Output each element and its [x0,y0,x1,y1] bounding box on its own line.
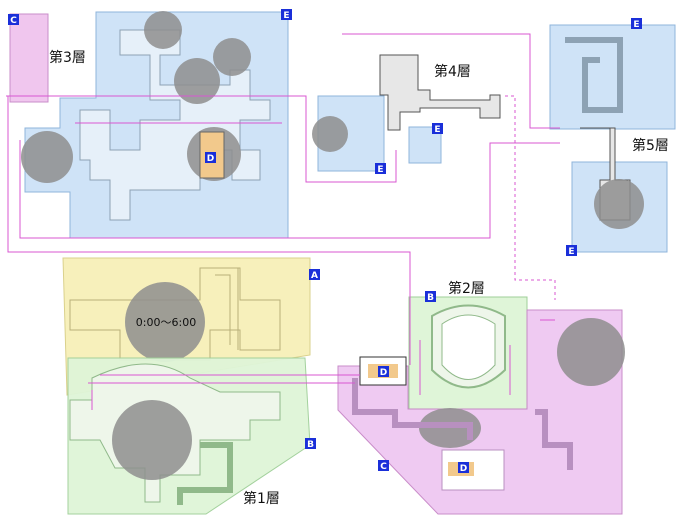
badge-d-3f: D [205,152,216,164]
badge-c-2f: C [378,460,389,472]
floor-label-1: 第1層 [243,490,280,507]
badge-e-5f-a-text: E [633,20,639,30]
route-lines [6,33,560,410]
time-window-label: 0:00～6:00 [136,316,196,329]
floor-5-zone [549,24,676,253]
badge-e-5f-b: E [566,245,577,257]
floor-label-2: 第2層 [448,280,485,297]
floor-2-green-zone [408,296,528,410]
badge-e-4f-b: E [375,163,386,175]
badge-b-1f: B [305,438,316,450]
badge-c-3f-text: C [10,16,17,26]
badge-b-2f: B [425,291,436,303]
badge-d-2f-left-text: D [380,368,387,378]
floor-label-4: 第4層 [434,63,471,80]
floor-4-zone [312,54,501,172]
badge-e-4f-a-text: E [434,125,440,135]
badge-d-3f-text: D [207,154,214,164]
badge-e-3f-text: E [283,11,289,21]
badge-e-4f-b-text: E [377,165,383,175]
badge-b-2f-text: B [427,293,434,303]
floor-3-blue-zone [9,11,289,239]
badge-a-1f-text: A [311,271,318,281]
floor-label-5: 第5層 [632,137,669,154]
badge-c-3f: C [8,14,19,26]
badge-d-2f-right-text: D [460,464,467,474]
badge-e-5f-a: E [631,18,642,30]
badge-e-4f-a: E [432,123,443,135]
badge-e-3f: E [281,9,292,21]
badge-d-2f-right: D [458,462,469,474]
badge-a-1f: A [309,269,320,281]
badge-b-1f-text: B [307,440,314,450]
badge-e-5f-b-text: E [568,247,574,257]
badge-c-2f-text: C [380,462,387,472]
badge-d-2f-left: D [378,366,389,378]
floor-label-3: 第3層 [49,49,86,66]
floor-1-green-zone [67,357,311,515]
floor-2-purple-zone [337,309,625,515]
